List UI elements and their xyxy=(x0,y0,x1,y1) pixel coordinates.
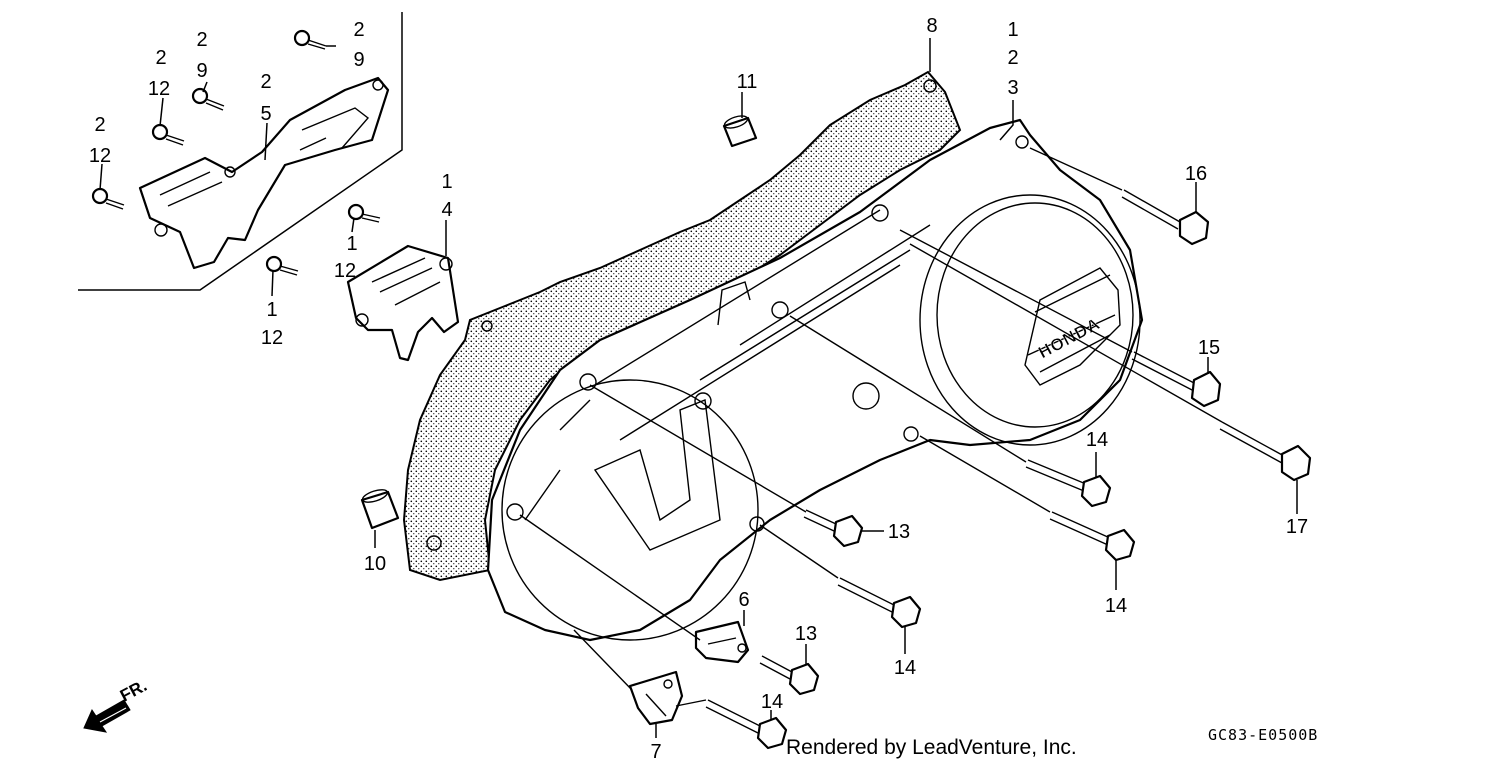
callout-8: 8 xyxy=(926,15,937,37)
callout-12-e: 12 xyxy=(89,145,111,167)
callout-17: 17 xyxy=(1286,516,1308,538)
leader-lines xyxy=(99,38,1298,738)
front-direction-arrow: FR. xyxy=(83,676,150,733)
callout-2: 2 xyxy=(1007,47,1018,69)
callout-9-b: 9 xyxy=(196,60,207,82)
callout-12-g: 12 xyxy=(261,327,283,349)
bolt-13-a[interactable] xyxy=(803,509,864,548)
callout-1: 1 xyxy=(1007,19,1018,41)
callout-9-top: 9 xyxy=(353,49,364,71)
callout-14-d: 14 xyxy=(761,691,783,713)
callout-2-c: 2 xyxy=(155,47,166,69)
callout-5: 5 xyxy=(260,103,271,125)
heat-guard-4[interactable] xyxy=(346,244,460,362)
callout-14-b: 14 xyxy=(1105,595,1127,617)
callout-12-c: 12 xyxy=(148,78,170,100)
callout-14-c: 14 xyxy=(894,657,916,679)
callout-11: 11 xyxy=(737,71,758,93)
callout-2-b: 2 xyxy=(196,29,207,51)
callout-6: 6 xyxy=(738,589,749,611)
bolt-9[interactable] xyxy=(191,87,225,111)
callout-13-b: 13 xyxy=(795,623,817,645)
bolt-16[interactable] xyxy=(1121,189,1210,246)
callout-7: 7 xyxy=(650,741,661,763)
bolt-9-top[interactable] xyxy=(293,29,327,50)
callout-1-g: 1 xyxy=(266,299,277,321)
callout-1-h: 1 xyxy=(441,171,452,193)
bolt-15[interactable] xyxy=(1131,351,1222,408)
heat-shield-5[interactable] xyxy=(138,76,390,270)
callout-14-a: 14 xyxy=(1086,429,1108,451)
left-crankcase-cover-1[interactable] xyxy=(486,118,1144,642)
callout-2-e: 2 xyxy=(94,114,105,136)
bolt-12-c[interactable] xyxy=(347,203,381,223)
callout-4: 4 xyxy=(441,199,452,221)
callout-16: 16 xyxy=(1185,163,1207,185)
bolt-12-b[interactable] xyxy=(91,187,125,210)
bolt-14-b[interactable] xyxy=(1049,511,1136,562)
callout-1-f: 1 xyxy=(346,233,357,255)
inset-frame xyxy=(78,12,403,291)
bolt-14-a[interactable] xyxy=(1025,459,1112,508)
dowel-pin-11[interactable] xyxy=(722,114,758,148)
bolt-17[interactable] xyxy=(1219,421,1312,482)
callout-labels: 1 2 3 8 11 2 9 2 9 2 12 2 5 2 12 1 12 1 … xyxy=(89,15,1308,763)
bolt-14-c[interactable] xyxy=(837,577,922,629)
bolt-13-b[interactable] xyxy=(759,655,820,696)
clamp-7[interactable] xyxy=(628,670,684,726)
callout-10: 10 xyxy=(364,553,386,575)
callout-2-top: 2 xyxy=(353,19,364,41)
callout-12-f: 12 xyxy=(334,260,356,282)
clamp-6[interactable] xyxy=(694,620,750,664)
callout-2-d: 2 xyxy=(260,71,271,93)
diagram-code: GC83-E0500B xyxy=(1208,726,1318,744)
callout-15: 15 xyxy=(1198,337,1220,359)
bolt-12-d[interactable] xyxy=(265,255,299,276)
bolt-14-d[interactable] xyxy=(705,699,788,750)
credit-text: Rendered by LeadVenture, Inc. xyxy=(786,736,1077,759)
dowel-pin-10[interactable] xyxy=(360,487,400,530)
callout-3: 3 xyxy=(1007,77,1018,99)
bolt-12-a[interactable] xyxy=(151,123,185,146)
callout-13-a: 13 xyxy=(888,521,910,543)
